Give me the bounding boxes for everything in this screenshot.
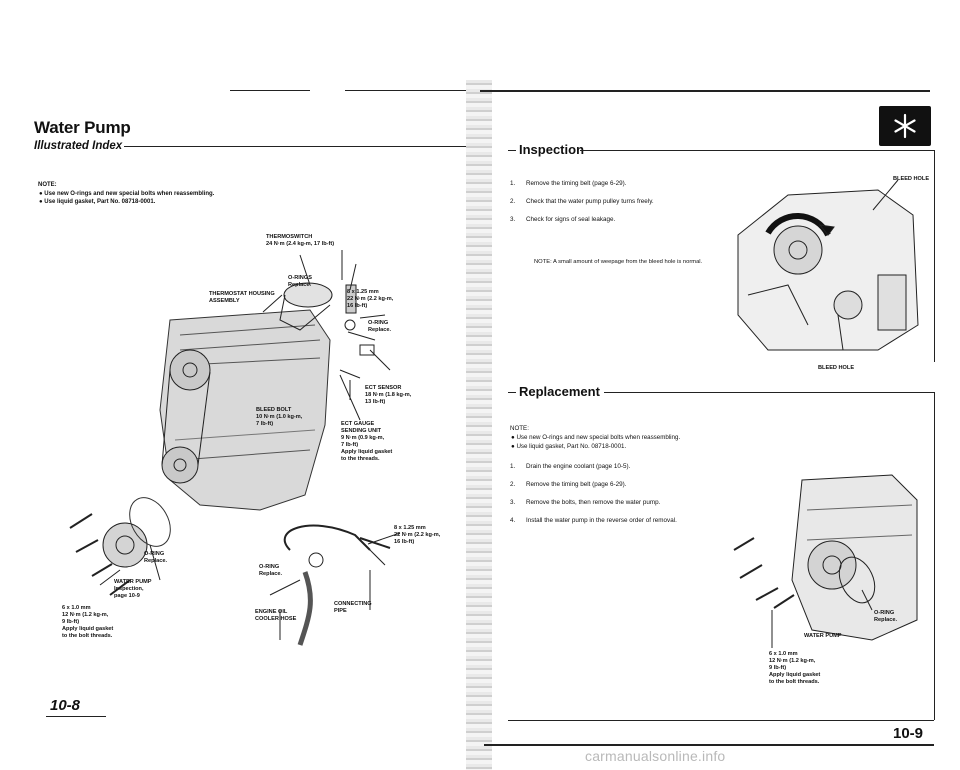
replacement-step: 2. Remove the timing belt (page 6-29). <box>510 481 627 488</box>
page-subtitle: Illustrated Index <box>34 140 123 152</box>
snowflake-icon <box>894 113 916 139</box>
label-oring-replace: O-RING Replace. <box>874 610 898 623</box>
label-water-pump: WATER PUMP Inspection, page 10-9 <box>114 579 152 599</box>
label-engine-oil-cooler-hose: ENGINE OIL COOLER HOSE <box>255 609 297 622</box>
label-bolt-top: 8 x 1.25 mm 22 N·m (2.2 kg-m, 16 lb-ft) <box>347 289 394 309</box>
replacement-step: 3. Remove the bolts, then remove the wat… <box>510 499 661 506</box>
notes-block: NOTE: ● Use new O-rings and new special … <box>38 181 278 207</box>
label-thermoswitch: THERMOSWITCH 24 N·m (2.4 kg-m, 17 lb-ft) <box>266 234 335 247</box>
water-pump-replacement-diagram <box>733 474 918 648</box>
replacement-steps: 1. Drain the engine coolant (page 10-5).… <box>510 463 735 535</box>
bleed-hole-diagram <box>737 179 919 351</box>
note-item: ● Use liquid gasket, Part No. 08718-0001… <box>511 442 627 450</box>
replacement-heading-rule <box>604 392 934 393</box>
replacement-heading: Replacement <box>519 384 600 399</box>
label-bolt-spec-right: 6 x 1.0 mm 12 N·m (1.2 kg-m, 9 lb-ft) Ap… <box>769 651 821 685</box>
label-bolt-pump: 6 x 1.0 mm 12 N·m (1.2 kg-m, 9 lb-ft) Ap… <box>62 605 114 639</box>
inspection-step: 3. Check for signs of seal leakage. <box>510 216 616 223</box>
label-orings-top: O-RINGS Replace. <box>288 275 312 288</box>
label-bleed-hole-top: BLEED HOLE <box>893 176 930 182</box>
inspection-step: 1. Remove the timing belt (page 6-29). <box>510 180 627 187</box>
replacement-step: 4. Install the water pump in the reverse… <box>510 517 677 524</box>
inspection-steps: 1. Remove the timing belt (page 6-29). 2… <box>510 180 720 234</box>
label-bleed-bolt: BLEED BOLT 10 N·m (1.0 kg-m, 7 lb-ft) <box>256 407 303 427</box>
label-bleed-hole-bottom: BLEED HOLE <box>818 365 855 371</box>
bottom-rule-right <box>484 744 934 746</box>
label-thermostat-housing: THERMOSTAT HOUSING ASSEMBLY <box>209 291 275 304</box>
top-rule-left-short <box>230 90 310 91</box>
replacement-heading-rule-left <box>508 392 516 393</box>
inspection-heading-rule-left <box>508 150 516 151</box>
notes-header: NOTE: <box>510 425 529 432</box>
inspection-note: NOTE: A small amount of weepage from the… <box>534 259 703 265</box>
water-pump-exploded-diagram <box>69 250 401 646</box>
replacement-step: 1. Drain the engine coolant (page 10-5). <box>510 463 631 470</box>
label-ect-gauge: ECT GAUGE SENDING UNIT 9 N·m (0.9 kg-m, … <box>341 421 393 462</box>
note-item: ● Use liquid gasket, Part No. 08718-0001… <box>39 199 156 206</box>
notes-header: NOTE: <box>38 182 57 188</box>
note-item: ● Use new O-rings and new special bolts … <box>511 433 681 441</box>
right-page-number: 10-9 <box>893 725 924 742</box>
label-oring-right: O-RING Replace. <box>368 320 392 333</box>
replacement-frame-bottom <box>508 720 934 721</box>
left-page-number-rule <box>46 716 106 717</box>
replacement-notes: NOTE: ● Use new O-rings and new special … <box>510 425 735 452</box>
label-ect-sensor: ECT SENSOR 18 N·m (1.8 kg-m, 13 lb-ft) <box>365 385 412 405</box>
page-title: Water Pump <box>34 118 131 137</box>
inspection-heading: Inspection <box>519 142 585 157</box>
top-rule-left <box>345 90 475 91</box>
note-item: ● Use new O-rings and new special bolts … <box>39 190 215 197</box>
binding-gutter <box>466 80 492 770</box>
inspection-heading-rule <box>580 150 934 151</box>
replacement-frame-right <box>934 392 935 720</box>
watermark: carmanualsonline.info <box>585 748 726 764</box>
label-connecting-pipe: CONNECTING PIPE <box>334 601 372 614</box>
inspection-frame-right <box>934 150 935 362</box>
label-water-pump-right: WATER PUMP <box>804 633 842 639</box>
subtitle-rule <box>124 146 476 147</box>
top-rule-right <box>480 90 930 92</box>
cooling-system-logo-icon <box>879 106 931 146</box>
label-oring-pump: O-RING Replace. <box>144 551 168 564</box>
left-page-number: 10-8 <box>50 697 81 714</box>
label-oring-hose: O-RING Replace. <box>259 564 283 577</box>
label-bolt-mid: 8 x 1.25 mm 22 N·m (2.2 kg-m, 16 lb-ft) <box>394 525 441 545</box>
inspection-step: 2. Check that the water pump pulley turn… <box>510 198 654 205</box>
